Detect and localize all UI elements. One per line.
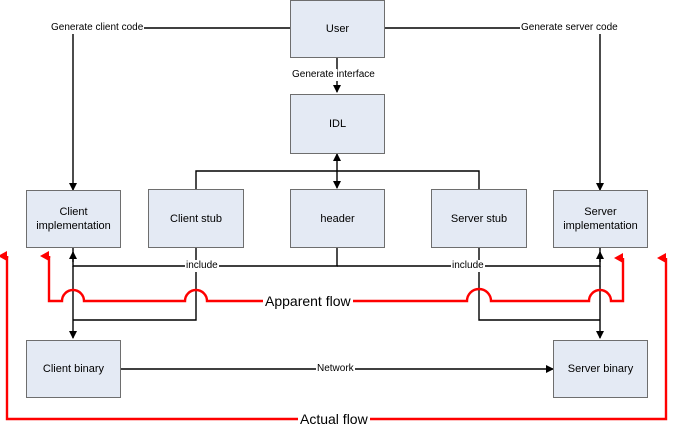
node-server-stub: Server stub bbox=[431, 189, 527, 248]
apparent-flow-path bbox=[40, 251, 625, 303]
node-idl: IDL bbox=[290, 94, 385, 154]
label-actual-flow: Actual flow bbox=[298, 411, 370, 427]
node-client-implementation: Client implementation bbox=[26, 190, 121, 248]
node-server-implementation: Server implementation bbox=[553, 190, 648, 248]
label-generate-interface: Generate interface bbox=[291, 69, 376, 81]
edge-server-stub-to-binary bbox=[478, 248, 600, 321]
edge-client-stub-to-binary bbox=[73, 248, 197, 321]
label-include-right: include bbox=[451, 260, 485, 272]
node-user: User bbox=[290, 0, 385, 58]
label-apparent-flow: Apparent flow bbox=[263, 293, 353, 309]
edge-generate-server-code bbox=[384, 27, 604, 191]
edge-idl-stubs-bus bbox=[195, 170, 480, 189]
node-server-binary: Server binary bbox=[553, 340, 648, 398]
node-client-stub: Client stub bbox=[148, 189, 244, 248]
label-include-left: include bbox=[185, 260, 219, 272]
node-header: header bbox=[290, 189, 385, 248]
label-generate-client-code: Generate client code bbox=[50, 22, 145, 34]
edge-generate-client-code bbox=[69, 27, 290, 191]
node-client-binary: Client binary bbox=[26, 340, 121, 398]
label-generate-server-code: Generate server code bbox=[520, 22, 619, 34]
label-network: Network bbox=[316, 363, 355, 375]
